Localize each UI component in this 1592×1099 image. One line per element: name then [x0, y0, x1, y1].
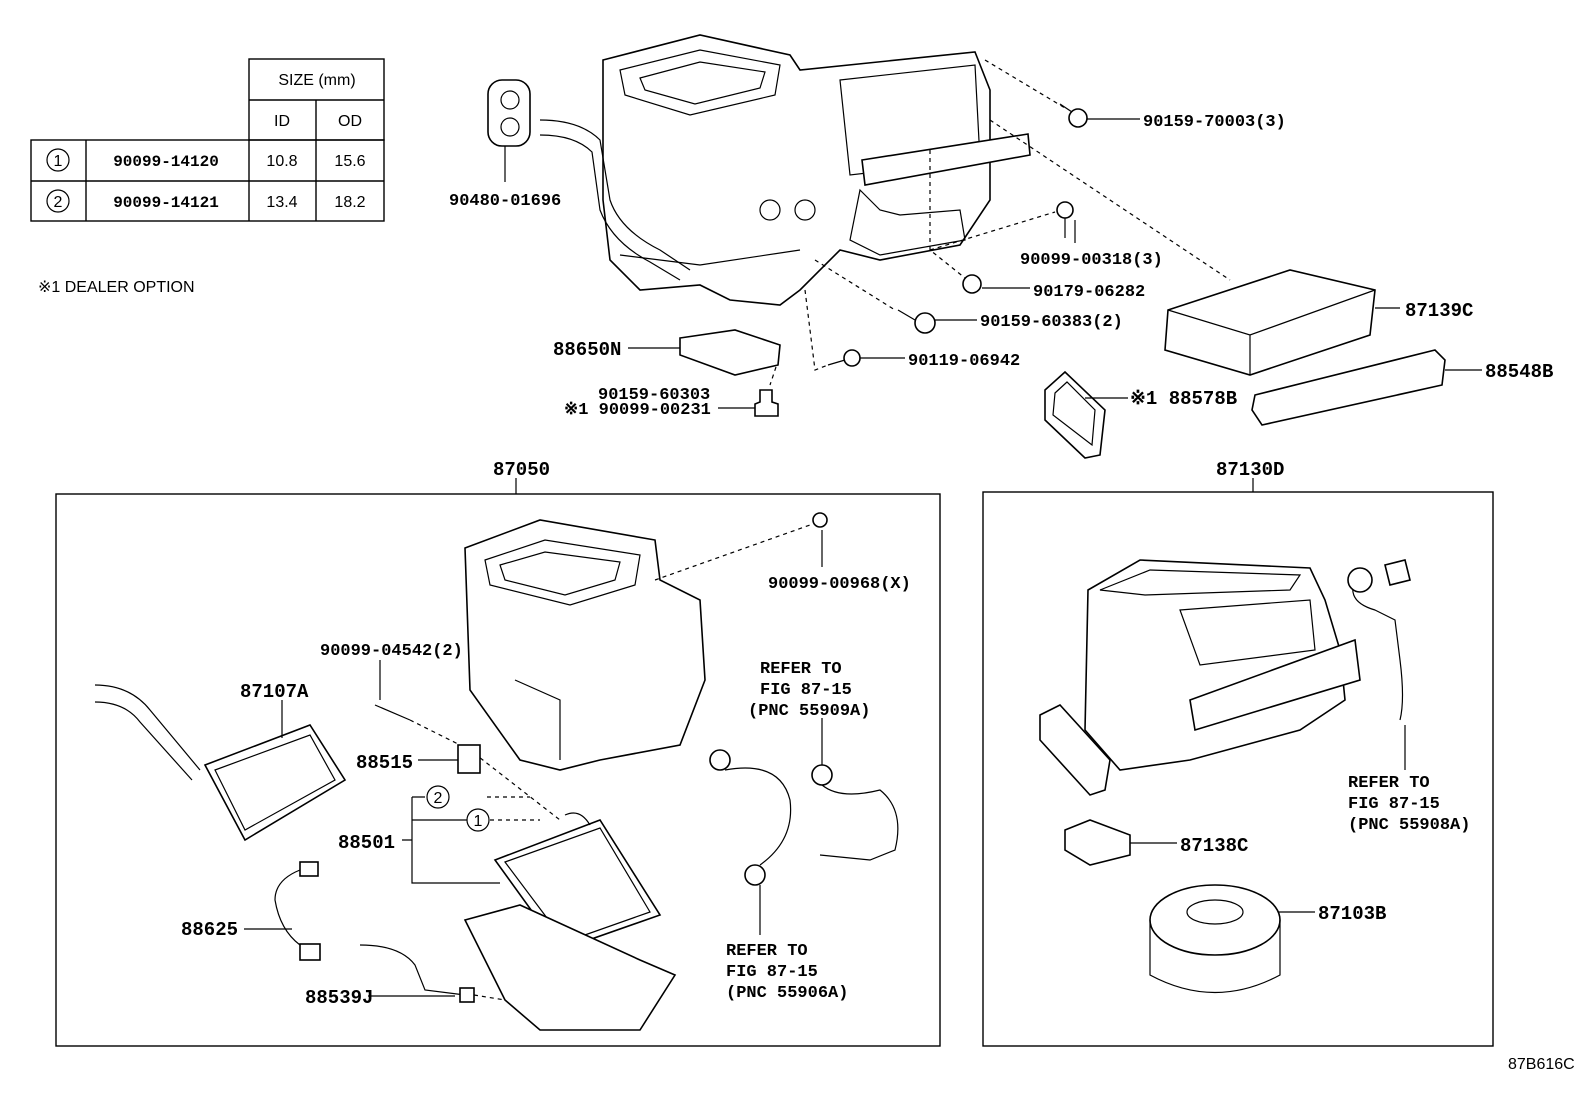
circle-2: 2 — [434, 790, 443, 807]
seal-88578B — [1044, 370, 1128, 459]
lower-case — [463, 904, 677, 1031]
refer-line: REFER TO — [1348, 774, 1430, 793]
label-90119-06942: 90119-06942 — [908, 352, 1020, 371]
label-87050: 87050 — [493, 459, 550, 481]
label-87103B: 87103B — [1318, 903, 1386, 925]
col-od: OD — [338, 113, 362, 130]
label-88501: 88501 — [338, 832, 395, 854]
size-table: SIZE (mm) ID OD 1 90099-14120 10.8 15.6 … — [30, 58, 385, 222]
amplifier-88650N — [628, 329, 781, 386]
col-id: ID — [274, 113, 290, 130]
resistor-87138C — [1064, 819, 1177, 866]
evaporator-88501: 2 1 — [402, 785, 662, 951]
label-87138C: 87138C — [1180, 835, 1248, 857]
label-88515: 88515 — [356, 752, 413, 774]
refer-55909A: REFER TO FIG 87-15 (PNC 55909A) — [748, 660, 870, 721]
label-87130D: 87130D — [1216, 459, 1284, 481]
label-88625: 88625 — [181, 919, 238, 941]
screw-90159-60383 — [814, 259, 977, 334]
label-90099-00968: 90099-00968(X) — [768, 575, 911, 594]
box-87130D — [982, 491, 1494, 1047]
refer-fig: FIG 87-15 — [726, 963, 818, 982]
label-87107A: 87107A — [240, 681, 309, 703]
refer-pnc: (PNC 55909A) — [748, 702, 870, 721]
circle-1: 1 — [474, 813, 483, 830]
screw-90099-00318 — [929, 201, 1076, 251]
label-90099-00231: ※1 90099-00231 — [564, 401, 711, 420]
label-90159-60303: 90159-60303 — [598, 386, 710, 405]
label-90159-70003: 90159-70003(3) — [1143, 113, 1286, 132]
label-87139C: 87139C — [1405, 300, 1473, 322]
diagram-id: 87B616C — [1508, 1056, 1575, 1073]
refer-line: REFER TO — [760, 660, 842, 679]
filter-87139C — [989, 119, 1400, 376]
servo-harness — [709, 718, 899, 935]
hvac-unit-assembly — [539, 34, 1031, 306]
bolt-90119-06942 — [804, 289, 905, 371]
bolt-90159-60303 — [718, 389, 779, 417]
row2-od: 18.2 — [334, 194, 365, 211]
label-88548B: 88548B — [1485, 361, 1553, 383]
row1-id: 10.8 — [266, 153, 297, 170]
label-90099-04542: 90099-04542(2) — [320, 642, 463, 661]
refer-pnc: (PNC 55906A) — [726, 984, 848, 1003]
blower-unit-87130D — [1039, 559, 1411, 796]
heater-case-87050 — [464, 512, 828, 771]
filter-cover-88548B — [1251, 349, 1482, 426]
label-90159-60383: 90159-60383(2) — [980, 313, 1123, 332]
label-90179-06282: 90179-06282 — [1033, 283, 1145, 302]
expansion-valve-88515 — [418, 744, 481, 774]
nut-90179-06282 — [929, 150, 1030, 294]
heater-core-87107A — [94, 684, 347, 842]
refer-55908A: REFER TO FIG 87-15 (PNC 55908A) — [1348, 774, 1470, 835]
label-88539J: 88539J — [305, 987, 373, 1009]
row1-part: 90099-14120 — [113, 153, 219, 171]
sensor-88539J — [359, 944, 506, 1003]
refer-line: REFER TO — [726, 942, 808, 961]
screw-90159-70003 — [984, 59, 1140, 128]
row1-od: 15.6 — [334, 153, 365, 170]
refer-fig: FIG 87-15 — [760, 681, 852, 700]
size-header: SIZE (mm) — [278, 72, 355, 89]
row2-mark: 2 — [54, 194, 63, 211]
box-87050 — [55, 493, 941, 1047]
label-88578B: ※1 88578B — [1130, 388, 1237, 410]
refer-pnc: (PNC 55908A) — [1348, 816, 1470, 835]
blower-motor-87103B — [1149, 884, 1315, 994]
row1-mark: 1 — [54, 153, 63, 170]
refer-fig: FIG 87-15 — [1348, 795, 1440, 814]
label-88650N: 88650N — [553, 339, 621, 361]
row2-part: 90099-14121 — [113, 194, 219, 212]
label-90480-01696: 90480-01696 — [449, 192, 561, 211]
label-90099-00318: 90099-00318(3) — [1020, 251, 1163, 270]
grommet-90480-01696 — [487, 79, 531, 182]
dealer-option-note: ※1 DEALER OPTION — [38, 279, 195, 296]
refer-55906A: REFER TO FIG 87-15 (PNC 55906A) — [726, 942, 848, 1003]
sensor-88625 — [244, 861, 321, 961]
row2-id: 13.4 — [266, 194, 297, 211]
